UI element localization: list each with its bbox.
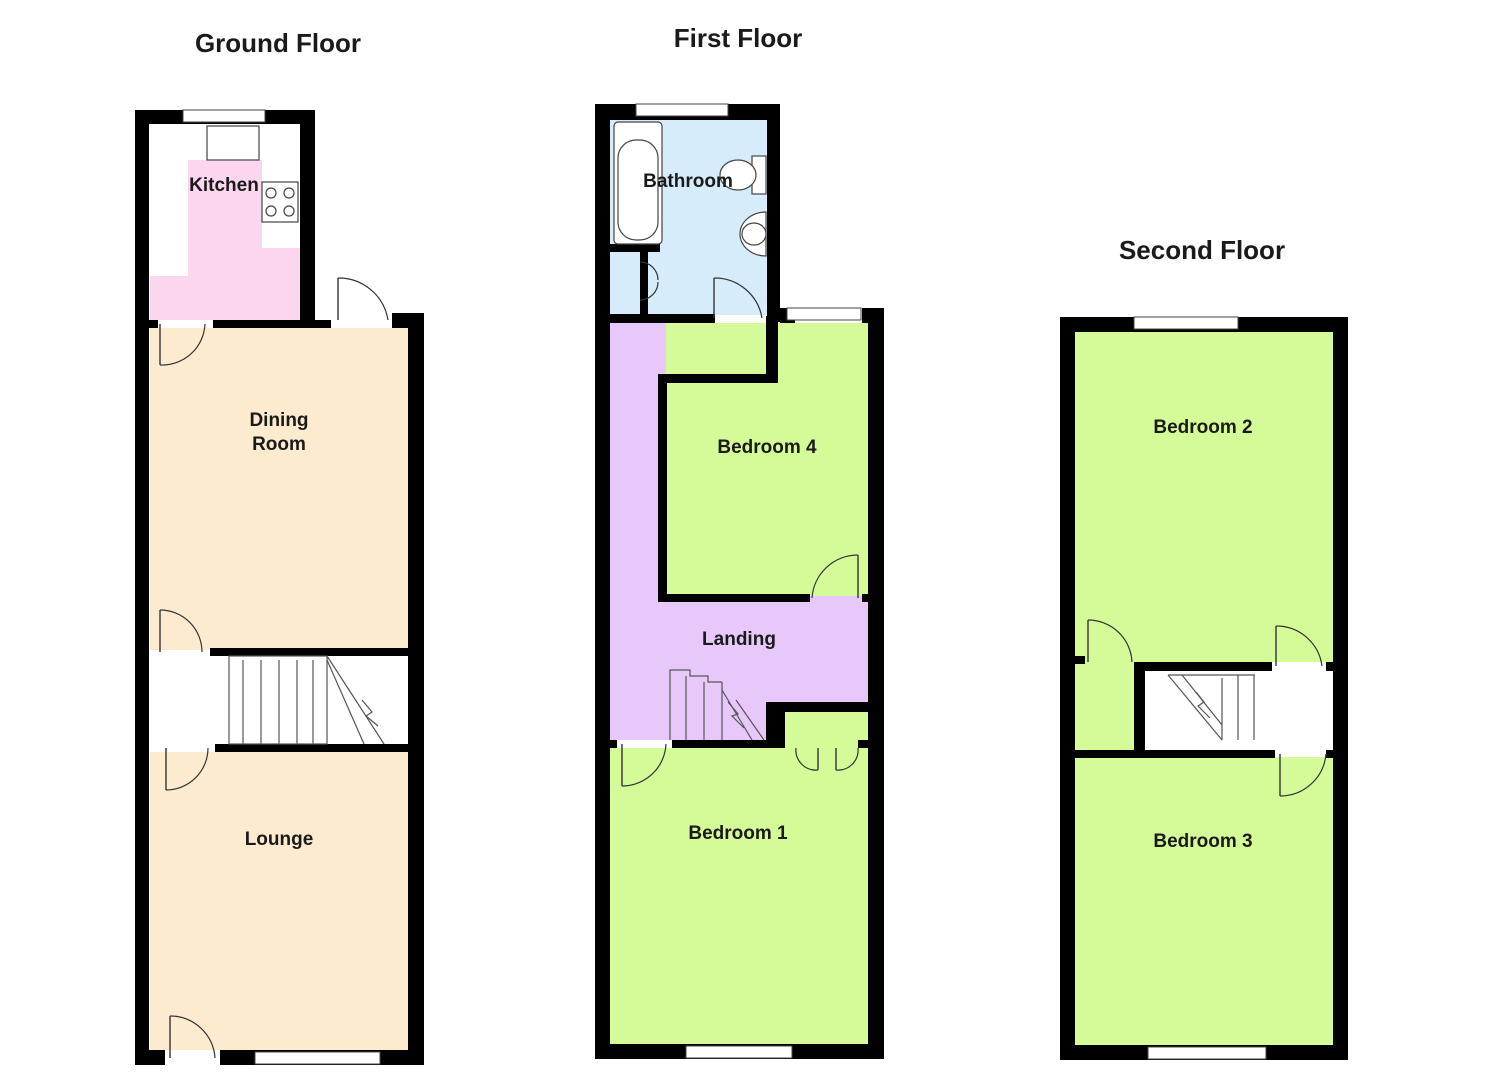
basin-bowl-icon — [741, 222, 767, 246]
staircase-icon — [1167, 674, 1255, 741]
toilet-icon — [719, 159, 757, 191]
door-icon — [159, 323, 206, 366]
storage-door-icon — [1087, 619, 1133, 663]
bathroom-door-icon — [713, 277, 763, 319]
kitchen-label: Kitchen — [189, 175, 259, 196]
bedroom-1-floor — [610, 748, 868, 1044]
stairwell-floor — [1145, 670, 1333, 750]
kitchen-floor — [150, 160, 300, 320]
first-floor-title: First Floor — [674, 23, 803, 53]
hob-ring-icon — [265, 205, 277, 217]
wardrobe-door-icon — [795, 747, 859, 771]
second-floor-walls — [1060, 317, 1348, 1060]
landing-floor — [610, 323, 868, 740]
ground-floor-walls — [135, 110, 424, 1065]
bedroom-3-window — [1147, 1046, 1267, 1060]
sink-icon — [206, 125, 260, 161]
dining-room-label-line2: Room — [252, 434, 306, 455]
door-icon — [159, 609, 203, 653]
cupboard-floor — [784, 712, 868, 748]
bedroom-4-window — [786, 307, 862, 321]
second-floor-title: Second Floor — [1119, 235, 1285, 265]
landing-label: Landing — [702, 629, 776, 650]
door-icon — [165, 747, 209, 791]
bedroom-3-floor — [1075, 757, 1333, 1045]
hob-ring-icon — [265, 187, 277, 199]
lounge-floor — [150, 752, 408, 1050]
ground-floor: Ground Floor — [135, 28, 424, 1065]
cupboard-door-icon — [639, 261, 659, 301]
lounge-label: Lounge — [245, 829, 314, 850]
bedroom-2-floor — [1075, 332, 1333, 662]
bedroom-1-window — [685, 1045, 793, 1059]
back-door-icon — [337, 277, 389, 321]
bedroom-4-label: Bedroom 4 — [717, 437, 817, 458]
bathtub-basin-icon — [617, 139, 659, 241]
bedroom-4-door-icon — [811, 554, 859, 599]
bedroom-2-window — [1133, 316, 1239, 330]
bathroom-label: Bathroom — [643, 171, 733, 192]
lounge-window — [254, 1051, 381, 1065]
second-floor: Second Floor — [1060, 235, 1348, 1060]
hob-ring-icon — [283, 205, 295, 217]
ground-floor-title: Ground Floor — [195, 28, 361, 58]
front-door-icon — [169, 1015, 216, 1059]
bathroom-window — [635, 103, 729, 117]
first-floor: First Floor — [595, 23, 884, 1059]
storage-floor — [1075, 662, 1139, 750]
bedroom-1-label: Bedroom 1 — [688, 823, 788, 844]
staircase-icon — [669, 669, 765, 741]
bedroom-3-label: Bedroom 3 — [1153, 831, 1252, 852]
dining-room-label-line1: Dining — [249, 410, 308, 431]
bedroom-1-door-icon — [621, 743, 667, 787]
hob-icon — [261, 181, 299, 223]
bedroom-2-label: Bedroom 2 — [1153, 417, 1252, 438]
bedroom-3-door-icon — [1279, 753, 1327, 797]
hob-ring-icon — [283, 187, 295, 199]
bedroom-2-door-icon — [1275, 625, 1323, 667]
kitchen-window — [182, 109, 266, 123]
dining-room-floor — [150, 328, 408, 650]
staircase-icon — [228, 655, 385, 745]
